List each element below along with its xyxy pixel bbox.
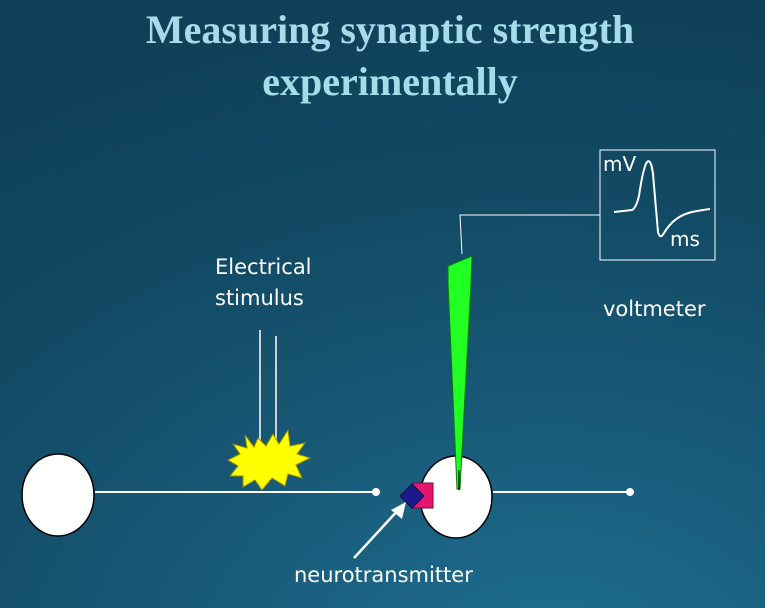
- trace-x-unit-label: ms: [670, 227, 700, 251]
- voltmeter-label: voltmeter: [603, 297, 706, 321]
- neurotransmitter-label: neurotransmitter: [294, 563, 473, 587]
- trace-y-unit-label: mV: [603, 152, 637, 176]
- slide-title: Measuring synaptic strength experimental…: [0, 4, 765, 108]
- neurotransmitter-arrow-head: [391, 502, 406, 519]
- neurotransmitter-arrow-shaft: [353, 507, 401, 559]
- postsynaptic-axon-terminal: [626, 488, 634, 496]
- title-line-1: Measuring synaptic strength: [145, 7, 635, 52]
- stimulus-burst-icon: [226, 428, 312, 491]
- voltmeter-wire: [459, 214, 600, 255]
- title-line-2: experimentally: [262, 59, 518, 104]
- action-potential-trace: [613, 160, 711, 238]
- voltmeter-box: [599, 149, 716, 261]
- stimulus-label-line-1: Electrical: [215, 255, 312, 279]
- presynaptic-neuron-body: [21, 453, 95, 537]
- stimulus-label-line-2: stimulus: [215, 286, 304, 310]
- recording-electrode: [447, 255, 473, 490]
- presynaptic-axon-terminal: [372, 488, 380, 496]
